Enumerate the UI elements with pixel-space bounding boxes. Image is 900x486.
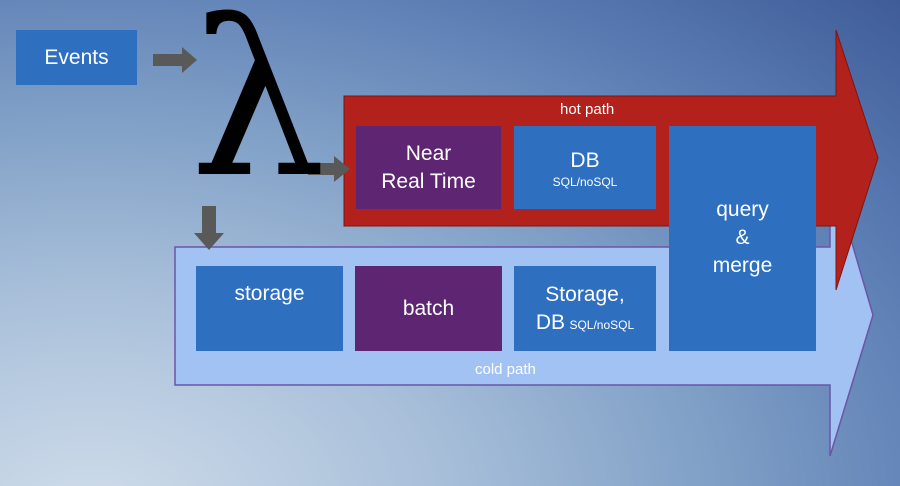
lambda-symbol: λ — [190, 0, 327, 225]
hot-db-sublabel: SQL/noSQL — [552, 174, 618, 189]
cold-path-label: cold path — [475, 361, 536, 378]
storage-db-box: Storage, DB SQL/noSQL — [514, 266, 656, 351]
storage-db-line2: DB SQL/noSQL — [536, 309, 634, 337]
hot-db-label: DB — [570, 148, 600, 172]
storage-db-line1: Storage, — [545, 282, 625, 306]
storage-box: storage — [196, 266, 343, 351]
near-real-time-box: Near Real Time — [356, 126, 501, 209]
near-real-time-line2: Real Time — [381, 169, 476, 193]
batch-box: batch — [355, 266, 502, 351]
hot-db-box: DB SQL/noSQL — [514, 126, 656, 209]
cold-path-connector-arrow — [194, 206, 224, 250]
ampersand-label: & — [735, 226, 750, 249]
events-box: Events — [16, 30, 137, 85]
query-merge-box: query & merge — [669, 126, 816, 351]
storage-db-sublabel: SQL/noSQL — [569, 317, 635, 332]
events-label: Events — [44, 45, 109, 69]
storage-db-label: DB — [535, 310, 565, 334]
query-label: query — [716, 198, 769, 221]
hot-path-connector-arrow — [308, 156, 350, 182]
near-real-time-line1: Near — [405, 141, 452, 165]
storage-label: storage — [234, 282, 305, 305]
batch-label: batch — [402, 296, 455, 320]
merge-label: merge — [712, 254, 773, 277]
events-connector-arrow — [153, 47, 197, 73]
hot-path-label: hot path — [560, 101, 615, 118]
